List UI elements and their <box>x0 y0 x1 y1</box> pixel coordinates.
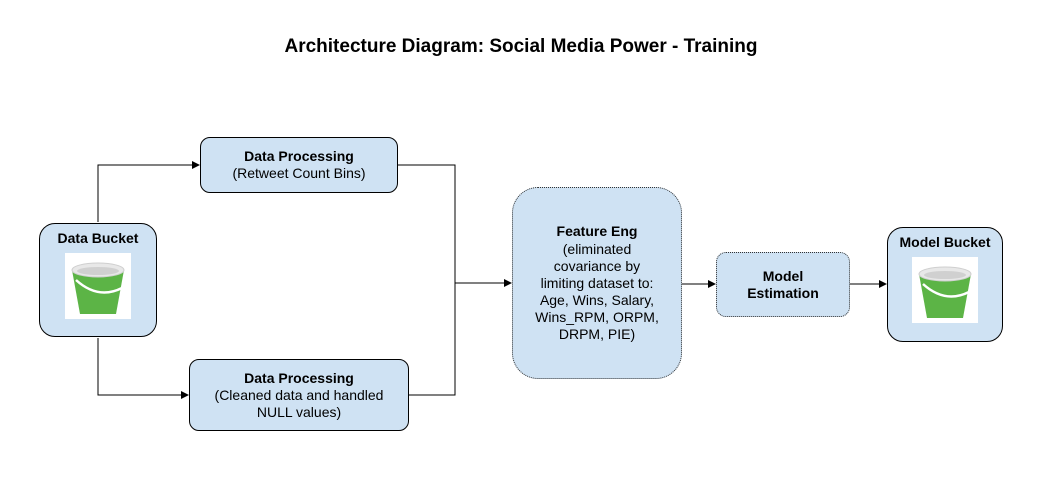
diagram-title: Architecture Diagram: Social Media Power… <box>284 36 758 57</box>
data-bucket-label: Data Bucket <box>57 230 139 246</box>
feature-eng-line: DRPM, PIE) <box>558 326 636 342</box>
edge-processing-top-to-merge <box>398 164 456 283</box>
model-estimation-node[interactable]: Model Estimation <box>716 252 850 317</box>
processing-bottom-subtitle-line1: (Cleaned data and handled <box>214 386 384 403</box>
processing-top-title: Data Processing <box>244 148 354 164</box>
feature-eng-line: limiting dataset to: <box>540 275 654 291</box>
feature-eng-line: covariance by <box>553 258 641 274</box>
model-estimation-line2: Estimation <box>747 284 819 301</box>
feature-eng-line: Age, Wins, Salary, <box>539 292 655 308</box>
model-bucket-label: Model Bucket <box>899 234 991 250</box>
edge-bucket-to-processing-bottom <box>97 338 189 399</box>
model-estimation-line1: Model <box>762 267 804 284</box>
data-bucket-node[interactable]: Data Bucket <box>39 223 157 337</box>
data-processing-top-node[interactable]: Data Processing (Retweet Count Bins) <box>200 137 398 193</box>
processing-bottom-title: Data Processing <box>244 369 354 386</box>
edge-processing-bottom-to-merge <box>409 283 456 396</box>
feature-eng-line: Wins_RPM, ORPM, <box>535 309 659 325</box>
processing-top-subtitle: (Retweet Count Bins) <box>232 165 366 181</box>
feature-eng-title: Feature Eng <box>556 223 638 239</box>
data-processing-bottom-node[interactable]: Data Processing (Cleaned data and handle… <box>189 359 409 431</box>
feature-eng-node[interactable]: Feature Eng (eliminated covariance by li… <box>512 187 682 379</box>
model-bucket-node[interactable]: Model Bucket <box>887 227 1003 342</box>
feature-eng-line: (eliminated <box>562 241 632 257</box>
edge-bucket-to-processing-top <box>97 161 200 222</box>
bucket-icon <box>65 253 131 319</box>
processing-bottom-subtitle-line2: NULL values) <box>256 403 342 420</box>
bucket-icon <box>912 257 978 323</box>
